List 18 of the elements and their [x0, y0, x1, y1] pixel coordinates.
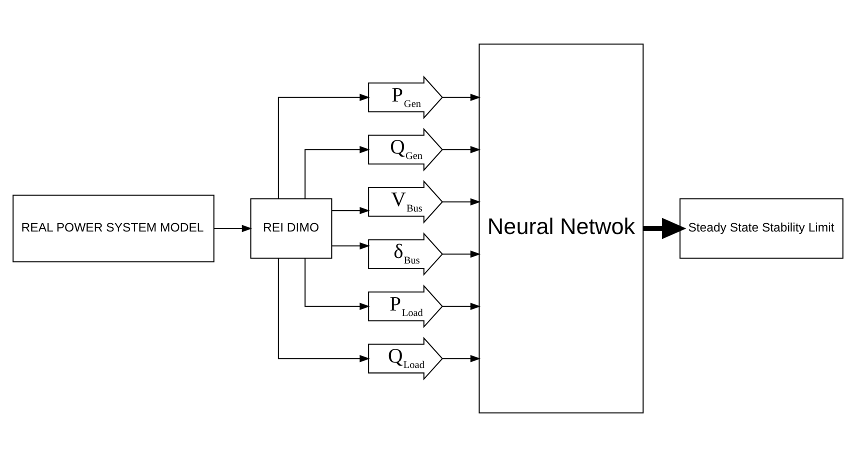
arrow: [214, 224, 252, 232]
node-box: REI DIMO: [250, 198, 332, 259]
arrow: [442, 302, 481, 310]
arrow: [442, 146, 481, 154]
arrow: [442, 198, 481, 206]
node-box: Neural Netwok: [478, 44, 644, 414]
arrow: [332, 242, 370, 250]
arrow: [278, 258, 370, 362]
arrow: [442, 355, 481, 362]
node-box: REAL POWER SYSTEM MODEL: [12, 194, 214, 262]
arrow: [442, 250, 481, 258]
arrow: [442, 94, 481, 101]
arrow: [332, 206, 370, 214]
arrow: [643, 218, 686, 240]
arrow: [304, 258, 370, 310]
arrow: [304, 146, 370, 199]
node-box: Steady State Stability Limit: [680, 198, 844, 259]
arrow: [278, 94, 370, 199]
